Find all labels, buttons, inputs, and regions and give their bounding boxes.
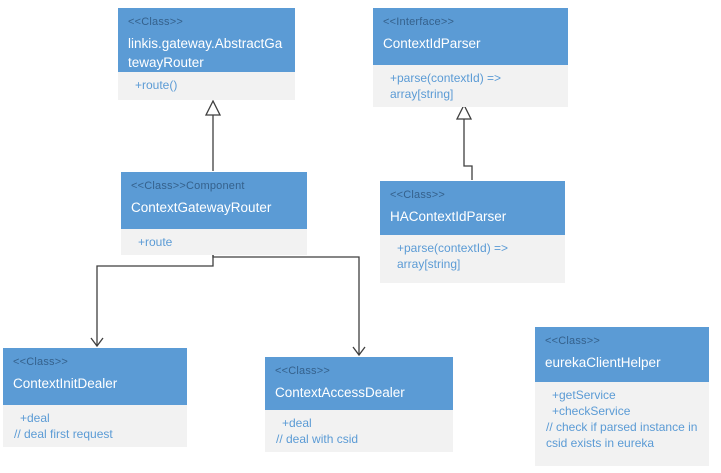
class-name: HAContextIdParser <box>390 209 507 224</box>
class-members: +deal // deal first request <box>3 405 187 447</box>
class-member: +parse(contextId) => array[string] <box>390 71 502 101</box>
class-box-context-id-parser: <<Interface>> ContextIdParser +parse(con… <box>373 8 568 107</box>
inheritance-arrow-gatewayrouter <box>204 99 222 171</box>
class-name: eurekaClientHelper <box>545 355 661 370</box>
class-members: +route() <box>118 72 295 100</box>
class-members: +getService +checkService // check if pa… <box>535 382 709 466</box>
class-stereotype: <<Class>> <box>128 16 184 28</box>
class-header: <<Interface>> ContextIdParser <box>373 8 568 65</box>
inheritance-arrow-contextidparser <box>455 103 473 180</box>
class-header: <<Class>> HAContextIdParser <box>380 181 565 235</box>
class-stereotype: <<Class>> <box>545 335 601 347</box>
association-arrow-initdealer <box>90 250 214 348</box>
class-header: <<Class>> ContextInitDealer <box>3 348 187 405</box>
class-name: ContextAccessDealer <box>275 385 405 400</box>
class-member: +route <box>138 235 173 249</box>
class-name: ContextGatewayRouter <box>131 200 272 215</box>
class-box-abstract-gateway-router: <<Class>> linkis.gateway.AbstractGateway… <box>118 8 295 100</box>
class-name: linkis.gateway.AbstractGatewayRouter <box>128 36 283 70</box>
class-box-context-access-dealer: <<Class>> ContextAccessDealer +deal // d… <box>265 357 453 452</box>
class-box-context-init-dealer: <<Class>> ContextInitDealer +deal // dea… <box>3 348 187 447</box>
class-member: +parse(contextId) => array[string] <box>397 241 509 271</box>
class-box-ha-context-id-parser: <<Class>> HAContextIdParser +parse(conte… <box>380 181 565 283</box>
class-stereotype: <<Class>> <box>275 365 331 377</box>
class-member: // deal with csid <box>276 432 359 446</box>
class-member: +checkService <box>552 404 631 418</box>
class-stereotype: <<Class>>Component <box>131 180 245 192</box>
class-member: +deal <box>20 411 50 425</box>
class-member: // deal first request <box>14 427 113 441</box>
class-members: +deal // deal with csid <box>265 410 453 452</box>
class-header: <<Class>> linkis.gateway.AbstractGateway… <box>118 8 295 72</box>
class-member: // check if parsed instance in csid exis… <box>546 420 698 450</box>
class-member: +route() <box>135 78 178 92</box>
class-header: <<Class>> eurekaClientHelper <box>535 327 709 382</box>
class-box-eureka-client-helper: <<Class>> eurekaClientHelper +getService… <box>535 327 709 466</box>
class-header: <<Class>>Component ContextGatewayRouter <box>121 172 307 229</box>
class-stereotype: <<Class>> <box>390 189 446 201</box>
class-header: <<Class>> ContextAccessDealer <box>265 357 453 410</box>
class-members: +parse(contextId) => array[string] <box>380 235 565 283</box>
association-arrow-accessdealer <box>212 250 366 357</box>
class-name: ContextInitDealer <box>13 376 118 391</box>
class-stereotype: <<Class>> <box>13 356 69 368</box>
class-member: +getService <box>552 388 616 402</box>
class-member: +deal <box>282 416 312 430</box>
class-members: +parse(contextId) => array[string] <box>373 65 568 107</box>
class-stereotype: <<Interface>> <box>383 16 455 28</box>
class-members: +route <box>121 229 307 255</box>
class-box-context-gateway-router: <<Class>>Component ContextGatewayRouter … <box>121 172 307 255</box>
class-name: ContextIdParser <box>383 36 481 51</box>
